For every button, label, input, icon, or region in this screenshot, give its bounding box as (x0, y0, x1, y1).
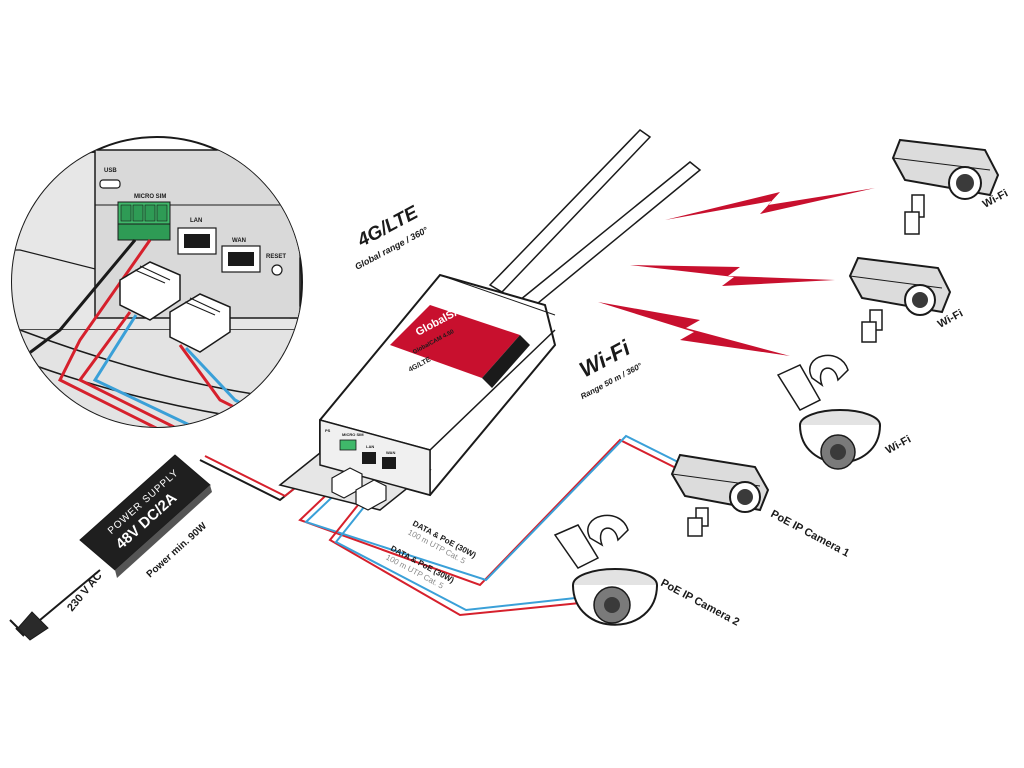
reset-button-icon (271, 264, 283, 276)
wifi-camera-3: Wi-Fi (776, 354, 913, 470)
usb-label: USB (104, 168, 117, 174)
ac-label: 230 V AC (65, 570, 105, 614)
router-sim-label: MICRO SIM (342, 432, 364, 437)
poe-camera-1-label: PoE IP Camera 1 (769, 508, 852, 560)
lan-label: LAN (190, 218, 202, 224)
antenna-left-icon (488, 129, 652, 293)
rj45-plug-2-icon (169, 293, 231, 353)
wifi-camera-1: Wi-Fi (891, 138, 1010, 235)
brand-band (390, 305, 520, 378)
poe-camera-2: PoE IP Camera 2 (553, 514, 742, 629)
signal-bolt-1-icon (665, 188, 875, 220)
router-lan-label: LAN (366, 444, 374, 449)
lte-label-group: 4G/LTE Global range / 360° (353, 202, 430, 272)
poe-camera-1: PoE IP Camera 1 (670, 453, 852, 560)
wireless-signals (598, 188, 875, 356)
main-cables (199, 434, 687, 617)
reset-label: RESET (266, 254, 286, 260)
usb-port-icon (99, 179, 121, 189)
router-terminal-icon (339, 439, 357, 451)
router-plug-2-icon (355, 479, 387, 511)
power-supply: POWER SUPPLY 48V DC/2A Power min. 90W 23… (9, 454, 212, 641)
rj45-plug-1-icon (119, 261, 181, 321)
zoom-detail-panel: USB MICRO SIM LAN WAN RESET (11, 136, 303, 428)
wifi-label-group: Wi-Fi Range 50 m / 360° (575, 335, 644, 402)
camera-3-label: Wi-Fi (884, 433, 913, 456)
ac-plug-icon (9, 611, 49, 641)
wan-port-icon (221, 245, 261, 273)
router-wan-port-icon (382, 457, 396, 469)
lan-port-icon (177, 227, 217, 255)
wan-label: WAN (232, 238, 246, 244)
router-wan-label: WAN (386, 450, 395, 455)
poe-camera-2-label: PoE IP Camera 2 (659, 577, 742, 629)
router-lan-port-icon (362, 452, 376, 464)
signal-bolt-2-icon (630, 265, 835, 286)
green-terminal-icon (117, 201, 171, 241)
wifi-camera-2: Wi-Fi (848, 256, 965, 343)
router-ps-label: PS (325, 428, 331, 433)
signal-bolt-3-icon (598, 302, 790, 356)
micro-sim-label: MICRO SIM (134, 194, 166, 200)
router-device: PS MICRO SIM LAN WAN GlobalSAT GlobalCAM… (278, 129, 702, 511)
